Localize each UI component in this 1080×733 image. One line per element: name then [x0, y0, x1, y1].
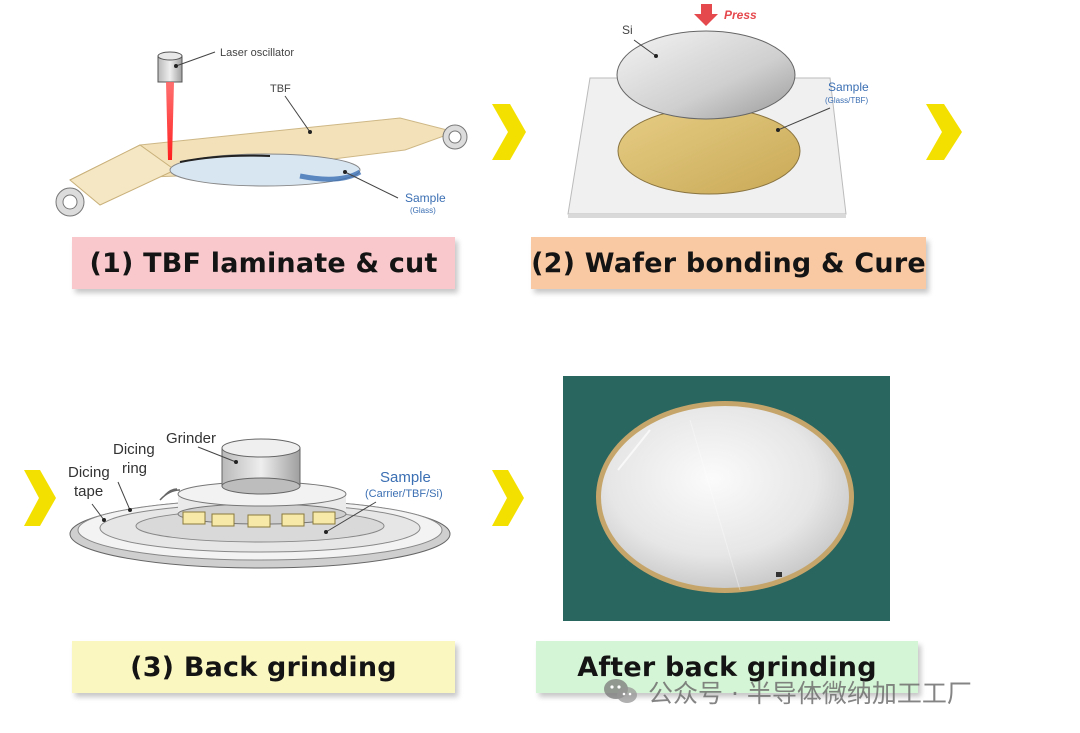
chevron-right-icon: [492, 470, 524, 526]
step1-illustration: Laser oscillator TBF Sample (Glass): [55, 47, 468, 217]
step3-caption-text: (3) Back grinding: [130, 651, 397, 683]
grinder-label: Grinder: [166, 430, 216, 447]
step2-illustration: Press Si Sample (Glass/TBF): [567, 4, 869, 218]
sample-sub-label-2: (Glass/TBF): [825, 96, 868, 105]
sample-label-3: Sample: [380, 469, 431, 486]
step3-illustration: Grinder Dicing ring Dicing tape Sample (…: [68, 430, 451, 569]
sample-label-2: Sample: [828, 80, 869, 94]
press-arrow-icon: [694, 4, 718, 26]
wechat-icon: [604, 679, 637, 703]
dicing-ring-label-line2: ring: [122, 460, 147, 477]
sample-sub-label-3: (Carrier/TBF/Si): [365, 488, 443, 500]
watermark-text: 公众号 · 半导体微纳加工工厂: [648, 679, 972, 708]
chevron-right-icon: [926, 104, 962, 160]
step2-caption-text: (2) Wafer bonding & Cure: [531, 247, 926, 279]
step1-caption: (1) TBF laminate & cut: [72, 237, 455, 289]
laser-oscillator-label: Laser oscillator: [220, 47, 294, 59]
glass-tbf-wafer: [617, 107, 801, 195]
step3-caption: (3) Back grinding: [72, 641, 455, 693]
after-grinding-photo: [563, 376, 890, 621]
dicing-tape-label-line2: tape: [74, 483, 103, 500]
dicing-tape-label-line1: Dicing: [68, 464, 110, 481]
press-label: Press: [724, 8, 757, 22]
tbf-label: TBF: [270, 83, 291, 95]
watermark: 公众号 · 半导体微纳加工工厂: [602, 672, 972, 712]
si-label: Si: [622, 23, 633, 37]
chevron-right-icon: [24, 470, 56, 526]
step4-caption-text: After back grinding: [577, 651, 877, 683]
sample-sub-label-1: (Glass): [410, 206, 436, 215]
step4-caption: After back grinding: [536, 641, 918, 693]
chevron-right-icon: [492, 104, 526, 160]
sample-label-1: Sample: [405, 191, 446, 205]
si-wafer: [616, 30, 796, 120]
laser-oscillator-icon: [157, 55, 183, 83]
step2-caption: (2) Wafer bonding & Cure: [531, 237, 926, 289]
dicing-ring-label-line1: Dicing: [113, 441, 155, 458]
step1-caption-text: (1) TBF laminate & cut: [89, 247, 438, 279]
laser-beam: [166, 82, 174, 160]
grinding-segments: [182, 511, 336, 528]
